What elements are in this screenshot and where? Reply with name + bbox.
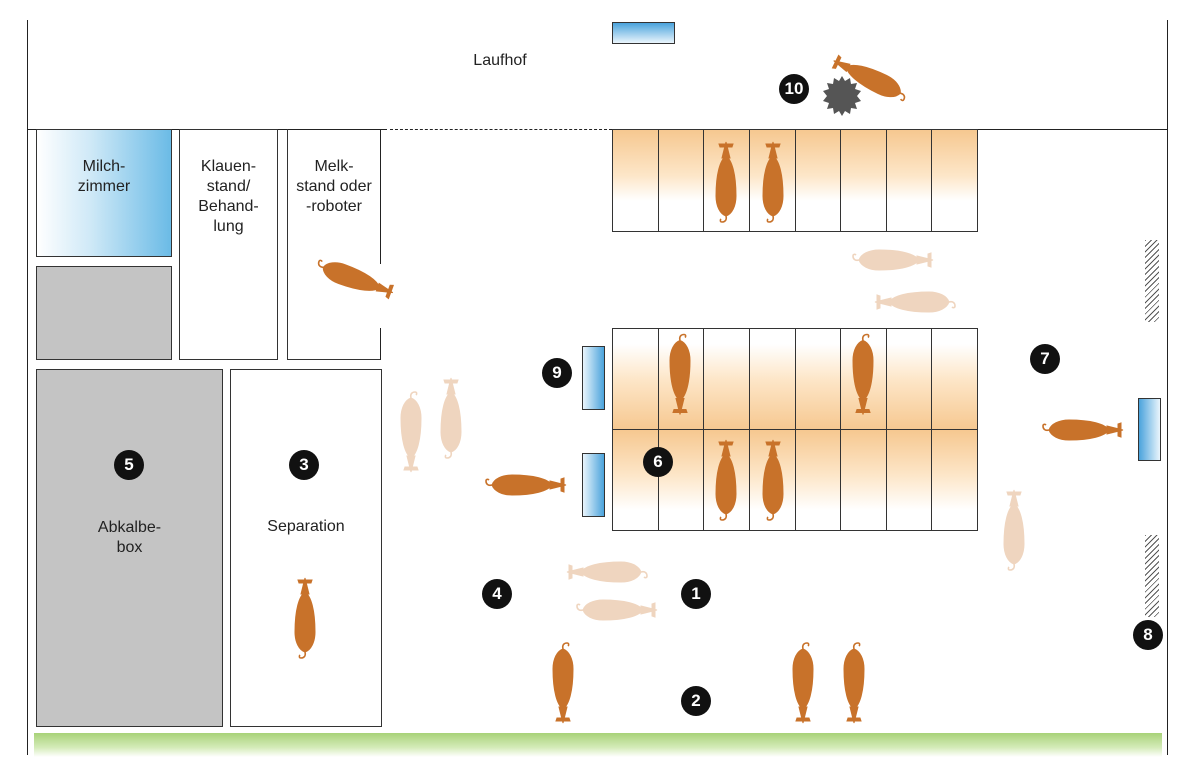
cow-cubicle-mid-a-1 [669, 333, 691, 416]
cow-feeding-2 [792, 642, 814, 724]
feeding-table [34, 733, 1162, 757]
cow-separation [294, 577, 316, 659]
milking-parlor-wall-top [380, 129, 381, 264]
cubicle-row-middle-b [612, 429, 978, 531]
badge-9: 9 [542, 358, 572, 388]
water-trough-icon [1138, 398, 1161, 461]
badge-4: 4 [482, 579, 512, 609]
cow-faded-7 [1003, 489, 1025, 571]
milking-parlor-label: Melk- stand oder -roboter [296, 158, 372, 215]
cow-brush-icon [823, 76, 861, 116]
technical-room [36, 266, 172, 360]
water-trough-icon [582, 346, 605, 410]
laufhof-label: Laufhof [473, 52, 527, 69]
yard-gate-dashed [390, 129, 612, 130]
water-trough-icon [582, 453, 605, 517]
cow-feeding-3 [843, 642, 865, 724]
wall-brush-hatch [1145, 240, 1159, 322]
cow-yard [828, 50, 911, 106]
cow-cubicle-mid-b-2 [762, 439, 784, 521]
wall-brush-hatch [1145, 535, 1159, 617]
milk-room [36, 129, 172, 257]
badge-5: 5 [114, 450, 144, 480]
cow-alley-1 [485, 474, 567, 496]
cow-faded-5 [566, 561, 648, 583]
cow-feeding-1 [552, 642, 574, 724]
cow-faded-4 [440, 377, 462, 459]
badge-3: 3 [289, 450, 319, 480]
calving-box [36, 369, 223, 727]
badge-6: 6 [643, 447, 673, 477]
badge-2: 2 [681, 686, 711, 716]
milk-room-label: Milch- zimmer [77, 158, 131, 195]
badge-8: 8 [1133, 620, 1163, 650]
cow-faded-6 [576, 599, 658, 621]
cow-milking [313, 255, 397, 303]
separation-label: Separation [267, 518, 345, 535]
yard-wall-right [975, 129, 1168, 130]
cow-cubicle-mid-b-1 [715, 439, 737, 521]
outer-wall-left [27, 20, 28, 755]
outer-wall-right [1167, 20, 1168, 755]
badge-1: 1 [681, 579, 711, 609]
cow-right-1 [1042, 419, 1124, 441]
cow-faded-3 [400, 391, 422, 473]
calving-box-label: Abkalbe- box [97, 519, 162, 556]
hoof-stand-label: Klauen- stand/ Behand- lung [198, 158, 259, 235]
badge-7: 7 [1030, 344, 1060, 374]
badge-10: 10 [779, 74, 809, 104]
water-trough-icon [612, 22, 675, 44]
cow-cubicle-mid-a-2 [852, 333, 874, 416]
cow-faded-1 [852, 249, 934, 271]
cow-faded-2 [874, 291, 956, 313]
hoof-stand-room [179, 129, 278, 360]
milking-parlor [287, 129, 381, 360]
cubicle-row-top [612, 129, 978, 232]
cow-cubicle-top-2 [762, 141, 784, 223]
milking-parlor-wall-bottom [380, 328, 381, 360]
separation-area [230, 369, 382, 727]
cow-cubicle-top-1 [715, 141, 737, 223]
